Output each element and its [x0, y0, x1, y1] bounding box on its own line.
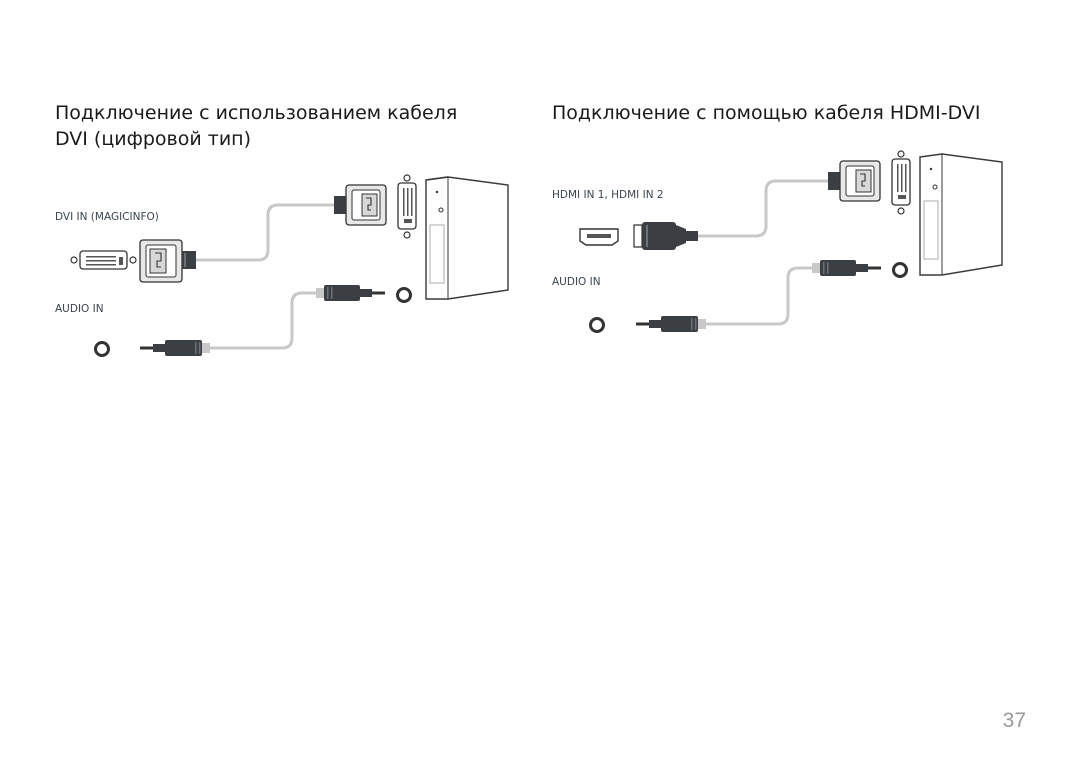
left-connection-diagram	[70, 174, 509, 357]
hdmi-plug	[633, 222, 698, 250]
left-audio-in-label: AUDIO IN	[55, 303, 104, 315]
right-audio-cable	[706, 266, 812, 326]
dvi-plug-monitor-side	[139, 239, 196, 283]
right-pc-audio-jack	[892, 262, 908, 278]
dvi-in-label: DVI IN (MAGICINFO)	[55, 211, 159, 223]
right-connection-diagram	[579, 150, 1003, 333]
right-monitor-audio-jack	[589, 317, 605, 333]
audio-plug-pc-side	[316, 285, 385, 301]
right-pc-dvi-port	[891, 150, 911, 215]
right-section-title: Подключение с помощью кабеля HDMI-DVI	[552, 102, 981, 124]
monitor-dvi-port	[70, 250, 137, 270]
pc-tower	[425, 176, 509, 300]
page-number: 37	[1002, 709, 1026, 732]
pc-audio-jack	[396, 287, 412, 303]
dvi-cable	[196, 203, 334, 262]
monitor-hdmi-port	[579, 228, 619, 246]
audio-cable	[210, 291, 316, 350]
pc-dvi-port	[397, 174, 417, 239]
audio-plug-monitor-side	[140, 340, 210, 356]
right-dvi-plug-pc-side	[828, 160, 881, 202]
monitor-audio-jack	[94, 341, 110, 357]
right-pc-tower	[919, 153, 1003, 276]
right-audio-plug-monitor-side	[636, 316, 706, 332]
hdmi-dvi-cable	[698, 179, 832, 238]
right-audio-in-label: AUDIO IN	[552, 276, 601, 288]
dvi-plug-pc-side	[334, 184, 387, 226]
right-audio-plug-pc-side	[812, 260, 881, 276]
hdmi-in-label: HDMI IN 1, HDMI IN 2	[552, 189, 664, 201]
left-section-title: Подключение с использованием кабеля DVI …	[55, 102, 458, 150]
